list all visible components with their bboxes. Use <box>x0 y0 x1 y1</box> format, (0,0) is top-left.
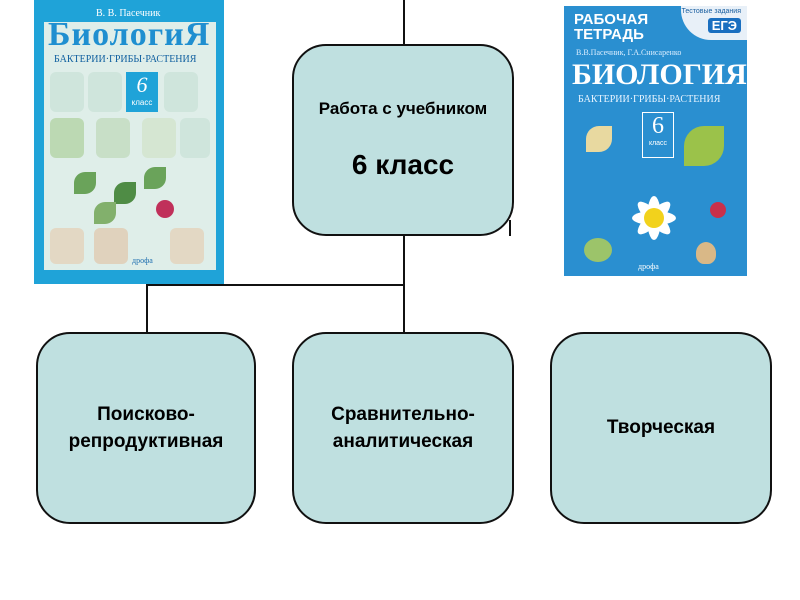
bottom-box-search: Поисково-репродуктивная <box>36 332 256 524</box>
top-box-subtitle: 6 класс <box>351 149 455 180</box>
book-left-grade-box: 6 класс <box>126 72 158 112</box>
bottom-box-compare-label: Сравнительно-аналитическая <box>331 404 475 452</box>
bottom-box-search-label: Поисково-репродуктивная <box>68 404 224 452</box>
book-right-subtitle: БАКТЕРИИ·ГРИБЫ·РАСТЕНИЯ <box>578 94 721 105</box>
book-right-badge-top: Тестовые задания <box>681 8 741 15</box>
book-right-grade-word: класс <box>648 140 668 147</box>
bottom-box-creative: Творческая <box>550 332 772 524</box>
book-right-header: РАБОЧАЯ ТЕТРАДЬ <box>574 11 649 43</box>
connector-horizontal <box>146 284 405 286</box>
book-left-grade-word: класс <box>131 98 153 107</box>
connector-top-vertical <box>403 0 405 46</box>
textbook-cover-image: В. В. Пасечник БиологиЯ БАКТЕРИИ·ГРИБЫ·Р… <box>34 0 224 284</box>
top-box-title: Работа с учебником <box>318 99 488 118</box>
workbook-cover-image: РАБОЧАЯ ТЕТРАДЬ Тестовые задания ЕГЭ В.В… <box>564 6 747 276</box>
book-left-subtitle: БАКТЕРИИ·ГРИБЫ·РАСТЕНИЯ <box>54 54 197 65</box>
book-right-badge-area: Тестовые задания ЕГЭ <box>681 6 747 40</box>
daisy-center <box>644 208 664 228</box>
book-left-author: В. В. Пасечник <box>96 8 161 19</box>
connector-right-tick <box>509 220 511 236</box>
book-right-authors: В.В.Пасечник, Г.А.Снисаренко <box>576 48 682 57</box>
book-left-grade: 6 <box>136 72 148 97</box>
book-left-inner: БиологиЯ БАКТЕРИИ·ГРИБЫ·РАСТЕНИЯ 6 класс… <box>44 16 216 270</box>
bottom-box-creative-label: Творческая <box>606 417 716 438</box>
book-right-publisher: дрофа <box>638 262 659 271</box>
book-right-grade: 6 <box>652 113 664 139</box>
book-right-title: БИОЛОГИЯ <box>572 58 747 91</box>
connector-left-vertical <box>146 284 148 334</box>
book-right-grade-box: 6 класс <box>642 112 674 158</box>
top-box: Работа с учебником 6 класс <box>292 44 514 236</box>
book-right-badge: ЕГЭ <box>707 18 741 33</box>
book-left-publisher: дрофа <box>132 256 153 265</box>
bottom-box-compare: Сравнительно-аналитическая <box>292 332 514 524</box>
book-left-title: БиологиЯ <box>48 16 211 53</box>
